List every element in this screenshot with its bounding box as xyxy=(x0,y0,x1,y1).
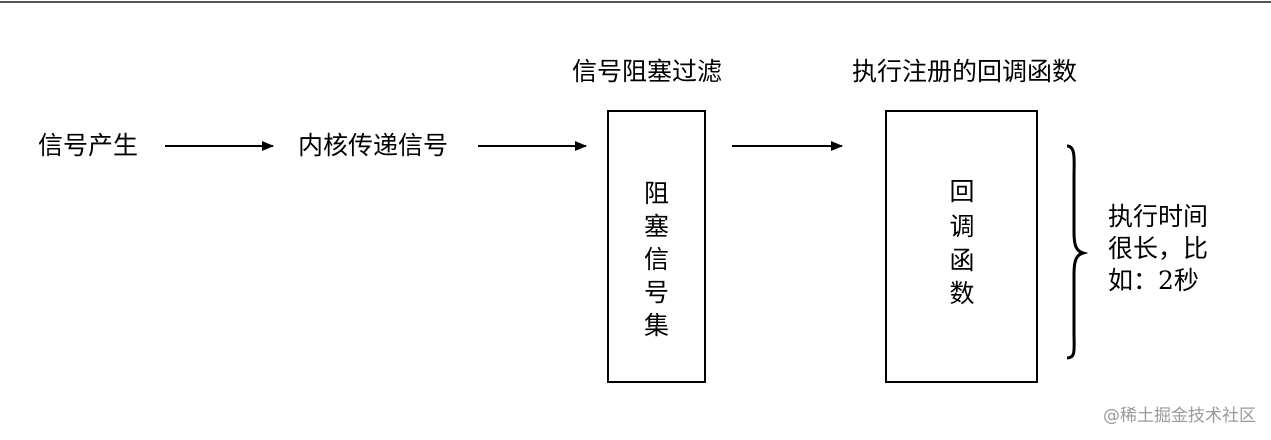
blocked-set-box xyxy=(607,110,706,383)
note-line: 执行时间 xyxy=(1108,202,1208,231)
callback-char: 数 xyxy=(949,279,974,308)
callback-box xyxy=(885,110,1038,383)
kernel-delivers-label: 内核传递信号 xyxy=(298,131,448,160)
note-line: 很长，比 xyxy=(1108,234,1208,263)
blocked-set-char: 阻 xyxy=(644,179,669,208)
curly-brace xyxy=(1066,144,1089,360)
blocked-set-char: 集 xyxy=(644,311,669,340)
callback-char: 调 xyxy=(949,212,974,241)
blocked-set-char: 塞 xyxy=(644,212,669,241)
block-filter-title: 信号阻塞过滤 xyxy=(572,57,722,86)
watermark: @稀土掘金技术社区 xyxy=(1103,406,1256,426)
callback-char: 回 xyxy=(949,177,974,206)
exec-callback-title: 执行注册的回调函数 xyxy=(852,57,1077,86)
blocked-set-char: 号 xyxy=(644,278,669,307)
blocked-set-char: 信 xyxy=(644,245,669,274)
signal-generated-label: 信号产生 xyxy=(38,131,138,160)
callback-char: 函 xyxy=(949,246,974,275)
note-line: 如：2秒 xyxy=(1108,266,1199,295)
